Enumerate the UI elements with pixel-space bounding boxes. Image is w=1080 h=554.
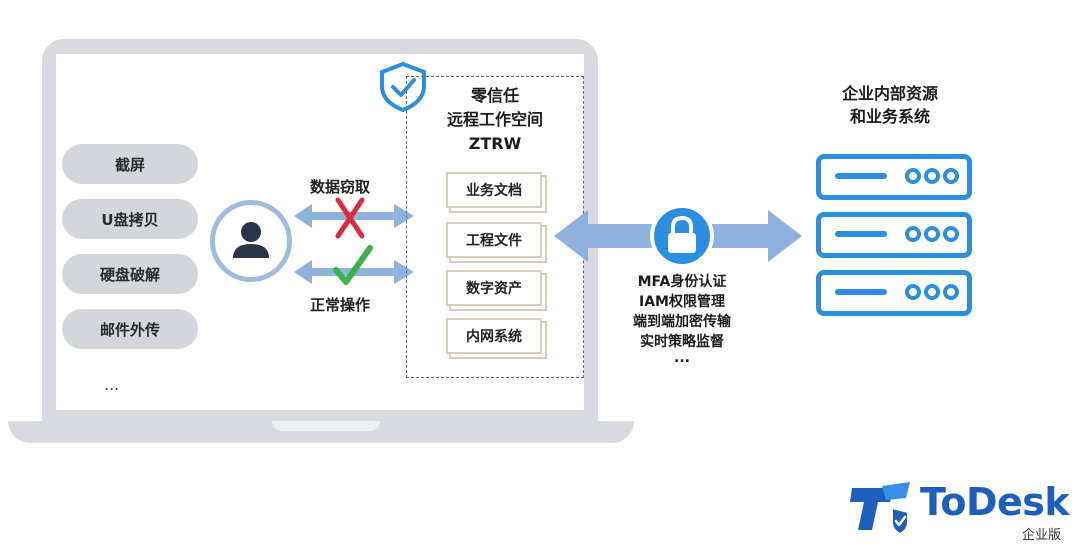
leak-methods-more: ... [104,375,120,394]
resources-title: 企业内部资源 和业务系统 [800,82,980,128]
doc-intranet-systems: 内网系统 [446,318,542,354]
server-unit [816,212,972,258]
resources-title-line1: 企业内部资源 [841,84,938,103]
resources-title-line2: 和业务系统 [849,107,930,126]
security-feature-mfa: MFA身份认证 [637,274,727,290]
user-icon [233,222,269,258]
workspace-title-line1: 零信任 [470,86,519,105]
workspace-title-line2: 远程工作空间 [446,110,543,129]
security-feature-e2e: 端到端加密传输 [633,314,731,330]
blocked-x-icon [335,197,365,239]
laptop-base [8,421,634,443]
security-features-more: ... [674,350,690,366]
allowed-check-icon [333,245,373,285]
todesk-logo-icon [850,482,910,534]
doc-engineering-files: 工程文件 [446,222,542,258]
doc-business-docs: 业务文档 [446,172,542,208]
flow-arrows [294,197,414,285]
blocked-flow-label: 数据窃取 [306,176,375,197]
laptop-notch [272,421,380,431]
security-feature-policy: 实时策略监督 [640,334,724,350]
allowed-flow-label: 正常操作 [306,294,375,315]
workspace-title: 零信任 远程工作空间 ZTRW [406,84,584,156]
leak-method-email-out: 邮件外传 [62,309,198,349]
server-unit [816,154,972,200]
security-feature-iam: IAM权限管理 [639,294,725,310]
leak-method-usb-copy: U盘拷贝 [62,199,198,239]
doc-digital-assets: 数字资产 [446,270,542,306]
security-features: MFA身份认证 IAM权限管理 端到端加密传输 实时策略监督 ... [604,272,760,366]
leak-method-disk-crack: 硬盘破解 [62,254,198,294]
server-unit [816,270,972,316]
brand-edition: 企业版 [1022,528,1062,543]
workspace-title-line3: ZTRW [468,134,522,153]
shield-check-icon [380,61,426,113]
lock-icon [668,215,696,253]
leak-method-screenshot: 截屏 [62,144,198,184]
user-avatar [210,200,292,282]
secure-connection-arrow [554,204,802,268]
brand-name: ToDesk [920,480,1070,524]
